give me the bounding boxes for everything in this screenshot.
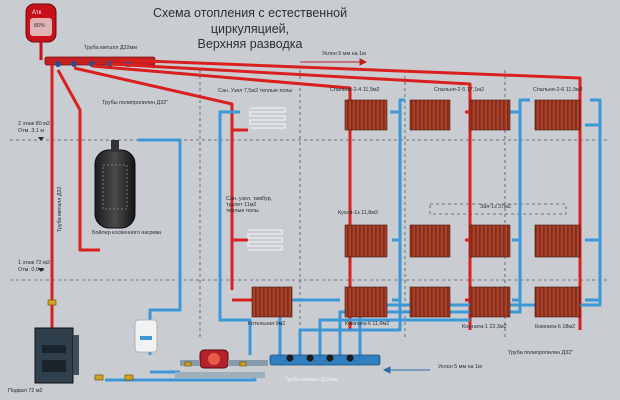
slope-top-label: Уклон 5 мм на 1м: [322, 51, 366, 57]
radiators: [251, 99, 581, 318]
top-manifold-label: Труба металл Д32мм: [84, 45, 137, 51]
title-line-3: Верхняя разводка: [197, 37, 303, 52]
san-lower-label: Сан. узел, тамбур, туалет 11м2 теплые по…: [226, 196, 273, 214]
return-pipes: [105, 98, 602, 382]
tank-label: Атк: [32, 10, 42, 16]
indirect-boiler: [94, 140, 136, 229]
floor2-label: 2 этаж 80 м2: [18, 121, 50, 127]
slope-arrows: [300, 58, 430, 374]
title-line-1: Схема отопления с естественной: [152, 6, 348, 20]
room-12-label: Комната-1 22,3м2: [462, 324, 507, 330]
bottom-manifold: [269, 354, 381, 366]
wall-boiler: [134, 319, 158, 353]
floor1-label: 1 этаж 72 м2: [18, 260, 50, 266]
main-boiler: [34, 327, 79, 384]
pp-pipes-label: Трубы полипропилен Д32": [102, 100, 169, 106]
level-markers: [38, 137, 44, 272]
title-line-2: циркуляцией,: [210, 21, 290, 36]
expansion-tank: [25, 3, 57, 60]
bedroom-25-label: Спальня-2-5 17,1м2: [434, 87, 484, 93]
bedroom-24-label: Спальня-2-4 11,9м2: [330, 87, 380, 93]
valves: [47, 299, 247, 381]
basement-label: Подвал 72 м2: [8, 388, 43, 394]
boiler-room-label: Котельная 9м2: [248, 321, 286, 327]
bedroom-26-label: Спальня-2-6 11,9м2: [533, 87, 583, 93]
room-16-label: Комната-6 11,9м2: [345, 321, 390, 327]
bottom-manifold-label: Труба металл Д32мм: [285, 377, 338, 383]
kitchen-label: Кухня-1з 11,8м2: [338, 210, 378, 216]
floor1-mark: Отм. 0,0 м: [18, 267, 45, 273]
pp-pipes-bottom-label: Труба полипропилен Д32": [508, 350, 574, 356]
tank-level: 80%: [34, 23, 45, 29]
page-title: Схема отопления с естественной циркуляци…: [150, 6, 350, 53]
floor2-mark: Отм. 3,1 м: [18, 128, 45, 134]
floor-heating-coils: [247, 107, 286, 251]
hall-label: Зал-1з 37м2: [480, 204, 511, 210]
vertical-pipe-label: Труба металл Д32: [57, 186, 63, 232]
san-heated-label: Сан. Узел 7,5м2 теплые полы: [218, 88, 293, 94]
boiler-label: Бойлер косвенного нагрева: [92, 230, 162, 236]
slope-bottom-label: Уклон 5 мм на 1м: [438, 364, 482, 370]
room-18-label: Комната-6 18м2: [535, 324, 576, 330]
